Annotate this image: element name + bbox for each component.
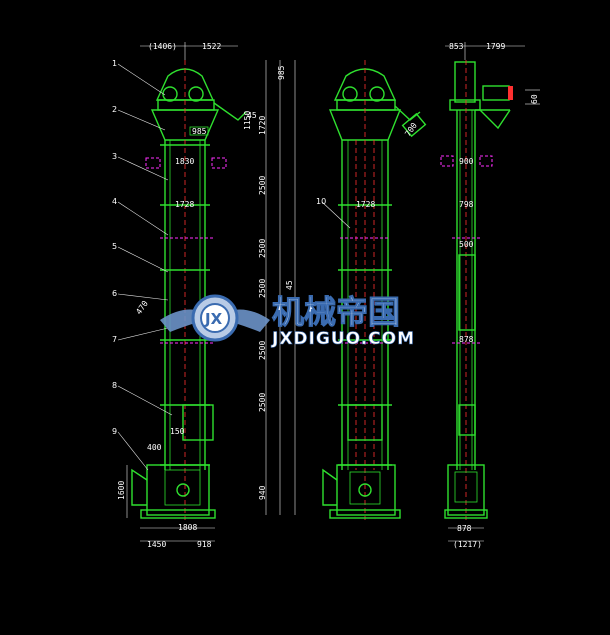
watermark-chinese: 机械帝国 [272,293,400,331]
side-dim-500: 500 [459,240,474,249]
rv-dim-2: 1720 [258,116,267,135]
part-no-3: 3 [112,152,117,161]
part-no-8: 8 [112,381,117,390]
base-plate [140,509,216,519]
front-bottom-dim-1450: 1450 [147,540,166,549]
part-no-5: 5 [112,242,117,251]
watermark-english: JXDIGUO.COM [271,329,415,349]
part-leaders: 1 2 3 4 5 6 7 8 9 [112,59,173,471]
feed-inlet [131,468,148,506]
side-motor-label: 60 [530,94,539,104]
head-frame [157,99,215,111]
drive-pulley [162,86,178,102]
head-hood [155,68,215,101]
side-bottom-dim-878: 878 [457,524,472,533]
front-bottom-dim-1808: 1808 [178,523,197,532]
drive-motor [482,85,510,101]
front-dim-985: 985 [192,127,207,136]
side-top-dim-1799: 1799 [486,42,505,51]
front-top-dim-right: 1522 [202,42,221,51]
part-no-4: 4 [112,197,117,206]
part-no-6: 6 [112,289,117,298]
side-dim-900: 900 [459,157,474,166]
part-no-7: 7 [112,335,117,344]
side-dim-798: 798 [459,200,474,209]
part-no-2: 2 [112,105,117,114]
front-label-45: 45 [247,111,257,120]
discharge-chute [213,102,247,121]
part-no-10: 10 [316,197,326,206]
rv-dim-7: 2500 [258,393,267,412]
side-view: 853 1799 60 900 798 500 878 878 (1217) [440,42,540,549]
part-no-1: 1 [112,59,117,68]
middle-view: 700 1728 10 [316,60,427,520]
front-bottom-dim-918: 918 [197,540,212,549]
rv-dim-8: 940 [258,485,267,500]
rv-dim-4: 2500 [258,239,267,258]
front-view: (1406) 1522 985 1830 1728 150 [112,42,296,549]
drive-pulley-2 [188,86,204,102]
rv-dim-6: 2500 [258,341,267,360]
rv-dim-1: 1150 [243,111,252,130]
side-bottom-dim-1217: (1217) [453,540,482,549]
watermark: JX 机械帝国 JXDIGUO.COM [160,293,415,349]
front-dim-1830: 1830 [175,157,194,166]
right-dim-chain: 985 1150 1720 2500 2500 2500 2500 2500 9… [243,65,294,500]
front-dim-150: 150 [170,427,185,436]
side-head [454,61,476,103]
side-dim-878: 878 [459,335,474,344]
logo-letters: JX [204,310,223,328]
front-top-dim-left: (1406) [148,42,177,51]
rv-dim-3: 2500 [258,176,267,195]
front-dim-1600: 1600 [117,481,126,500]
front-dim-1728: 1728 [175,200,194,209]
boot-section [146,464,210,516]
middle-dim-1728: 1728 [356,200,375,209]
motor-coupling [508,86,513,100]
part-no-9: 9 [112,427,117,436]
inspection-door [182,404,214,441]
rv-dim-5: 2500 [258,279,267,298]
rv-dim-0: 985 [277,65,286,80]
front-label-470: 470 [134,299,150,316]
side-top-dim-853: 853 [449,42,464,51]
overall-height: 45 [285,280,294,290]
side-tension-unit [458,254,476,331]
front-dim-400: 400 [147,443,162,452]
